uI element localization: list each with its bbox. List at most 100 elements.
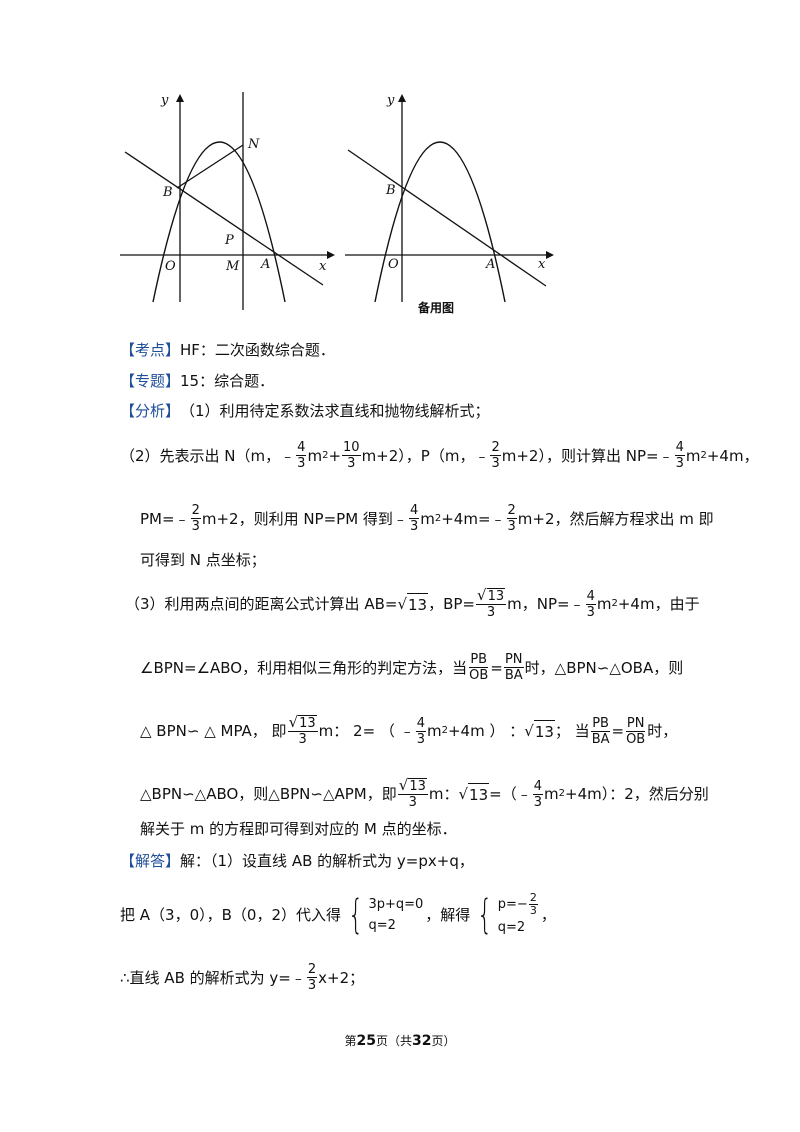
text: +	[328, 446, 342, 465]
text: x+2；	[318, 968, 365, 987]
equation-row: q=2	[368, 918, 396, 933]
numerator: 4	[296, 440, 307, 456]
radicand: 13	[408, 778, 427, 794]
text: 解关于 m 的方程即可得到对应的 M 点的坐标．	[140, 820, 457, 838]
figure-main: y x O B N P M A	[115, 90, 335, 315]
text: （2）先表示出 N（m，﹣	[120, 446, 296, 465]
fenxi-tag: 【分析】	[120, 402, 181, 420]
text: m+2），P（m，﹣	[361, 446, 490, 465]
text: m	[307, 446, 323, 465]
point-p-label: P	[224, 233, 234, 248]
sqrt: √13	[524, 719, 555, 741]
exponent: 2	[611, 598, 618, 609]
zhuanti-text: 15：综合题．	[180, 372, 275, 390]
jieda-text: 解：（1）设直线 AB 的解析式为 y=px+q，	[180, 852, 474, 870]
text: （3）利用两点间的距离公式计算出 AB=	[125, 595, 398, 613]
text: =	[490, 658, 503, 677]
text: +4m=﹣	[441, 509, 506, 528]
page-footer: 第25页（共32页）	[0, 1032, 800, 1049]
text: ∴直线 AB 的解析式为 y=﹣	[120, 968, 306, 987]
radicand: 13	[298, 715, 317, 731]
figure-backup: y x O B A 备用图	[340, 90, 565, 320]
axis-y-label: y	[386, 93, 395, 108]
exponent: 2	[558, 788, 565, 799]
denominator: 3	[416, 731, 425, 747]
kaodian-line: 【考点】 HF：二次函数综合题．	[120, 339, 335, 361]
denominator: 3	[486, 605, 496, 620]
numerator: 4	[674, 440, 685, 456]
text: △ BPN∽ △ MPA， 即	[140, 722, 287, 740]
point-a-label: A	[485, 257, 495, 272]
denominator: 3	[409, 519, 419, 534]
text: 页）	[431, 1034, 456, 1048]
numerator: 2	[506, 503, 517, 519]
numerator: 10	[342, 440, 361, 456]
text: m+2），则计算出 NP=﹣	[501, 446, 674, 465]
jieda-tag: 【解答】	[120, 852, 181, 870]
equation-row: q=2	[497, 920, 526, 935]
denominator: 3	[408, 795, 417, 810]
point-m-label: M	[225, 259, 240, 274]
radicand: 13	[468, 782, 490, 806]
text: ； 当	[554, 722, 590, 740]
numerator: PN	[625, 715, 646, 732]
text: m+2，则利用 NP=PM 得到﹣	[201, 509, 408, 528]
numerator: PB	[469, 652, 489, 668]
zhuanti-tag: 【专题】	[120, 372, 181, 390]
denominator: 3	[298, 732, 307, 747]
figure-caption: 备用图	[417, 300, 454, 315]
exponent: 2	[322, 449, 329, 461]
equation-row: p=−	[497, 897, 528, 912]
axis-y-label: y	[160, 93, 169, 108]
exponent: 2	[700, 449, 707, 461]
exponent: 2	[434, 512, 442, 524]
fenxi-line-1: 【分析】 （1）利用待定系数法求直线和抛物线解析式；	[120, 400, 490, 422]
numerator: 2	[528, 891, 538, 905]
text: PM=﹣	[140, 509, 190, 528]
text: ，BP=	[428, 595, 475, 613]
text: =（﹣	[489, 785, 532, 803]
text: 可得到 N 点坐标；	[140, 551, 266, 569]
numerator: 2	[490, 440, 501, 456]
denominator: 3	[307, 978, 317, 993]
numerator: 4	[408, 503, 420, 519]
denominator: 3	[586, 604, 595, 620]
text: 时，△BPN∽△OBA，则	[524, 658, 684, 677]
denominator: 3	[297, 456, 306, 471]
equation-row: 3p+q=0	[368, 897, 424, 912]
point-o-label: O	[165, 259, 176, 274]
numerator: 2	[306, 962, 318, 978]
text: m	[420, 509, 435, 528]
zhuanti-line: 【专题】 15：综合题．	[120, 370, 274, 392]
text: m	[426, 722, 442, 740]
fenxi-line-9: 解关于 m 的方程即可得到对应的 M 点的坐标．	[140, 818, 457, 840]
fenxi-line-4: 可得到 N 点坐标；	[140, 549, 266, 571]
exponent: 2	[441, 725, 448, 736]
point-n-label: N	[247, 137, 260, 152]
numerator: PN	[503, 652, 524, 668]
denominator: OB	[626, 731, 646, 747]
numerator: PB	[591, 715, 610, 732]
text: ，解得	[425, 906, 471, 924]
jieda-line-1: 【解答】 解：（1）设直线 AB 的解析式为 y=px+q，	[120, 850, 474, 872]
point-a-label: A	[260, 257, 270, 272]
denominator: OB	[469, 668, 489, 683]
denominator: 3	[191, 519, 200, 534]
kaodian-text: HF：二次函数综合题．	[180, 341, 335, 359]
